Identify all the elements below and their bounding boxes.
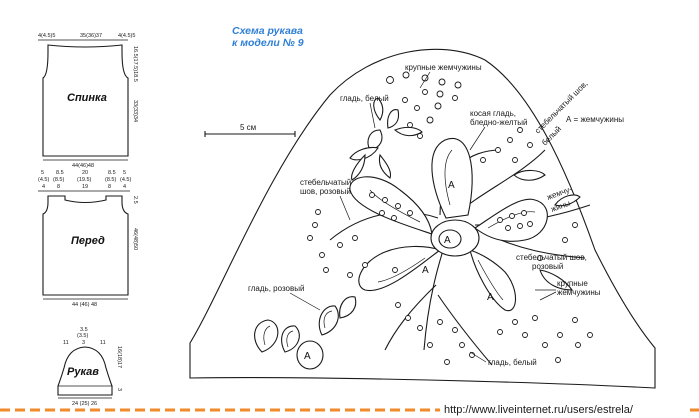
sleeve-side2-dim: 3 — [116, 388, 122, 391]
scale-bar: 5 см — [204, 123, 296, 137]
label-stem-pink-right1: стебельчатый шов, — [516, 253, 587, 262]
back-top-mid-dim: 35(36)37 — [80, 33, 102, 39]
label-satin-white-bottom: гладь, белый — [488, 358, 537, 367]
front-dim-2: 8.5 — [56, 170, 64, 176]
front-dim-11: 4 — [42, 184, 45, 190]
label-stem-pink-right2: розовый — [532, 262, 563, 271]
scale-label: 5 см — [240, 123, 256, 132]
label-stem-white1: стебельчатый шов, — [533, 79, 589, 135]
label-pearls-large-top: крупные жемчужины — [405, 63, 482, 72]
front-dim-15: 4 — [123, 184, 126, 190]
front-piece: 5 8.5 20 8.5 5 (4.5) (8.5) (19.5) (8.5) … — [38, 170, 138, 308]
label-satin-slant: косая гладь, — [470, 109, 516, 118]
petal-label-small: A — [304, 351, 311, 362]
front-side-top-dim: 2.5 — [132, 196, 138, 204]
sleeve-top3b-dim: 3 — [82, 340, 85, 346]
flower-motif: A A A A A — [254, 97, 591, 370]
label-pearls-large-right2: жемчужины — [557, 288, 601, 297]
legend-pearls: А = жемчужины — [566, 115, 624, 124]
front-dim-6: (4.5) — [38, 177, 49, 183]
front-dim-3: 20 — [82, 170, 88, 176]
petal-label-center: A — [444, 235, 451, 246]
petal-label-1: A — [448, 180, 455, 191]
back-top-left-dim: 4(4.5)5 — [38, 33, 55, 39]
sleeve-bottom-dim: 24 (25) 26 — [72, 401, 97, 407]
front-dim-13: 19 — [82, 184, 88, 190]
back-piece: 4(4.5)5 35(36)37 4(4.5)5 Спинка 16.5(17.… — [38, 33, 138, 169]
front-dim-9: (8.5) — [105, 177, 116, 183]
watermark-bar: http://www.liveinternet.ru/users/estrela… — [0, 404, 699, 416]
label-satin-white-top: гладь, белый — [340, 94, 389, 103]
sleeve-top3a-dim: 11 — [63, 340, 69, 346]
sleeve-top2-dim: (3.5) — [77, 333, 88, 339]
diagram-title-line1: Схема рукава — [232, 25, 303, 37]
petal-label-2: A — [422, 265, 429, 276]
back-top-right-dim: 4(4.5)5 — [118, 33, 135, 39]
front-bottom-dim: 44 (46) 48 — [72, 302, 97, 308]
back-side2-dim: 33(33)34 — [132, 100, 138, 122]
back-title: Спинка — [67, 92, 107, 104]
watermark-url: http://www.liveinternet.ru/users/estrela… — [444, 404, 634, 416]
sleeve-outline — [189, 48, 656, 389]
front-dim-12: 8 — [57, 184, 60, 190]
sleeve-side-dim: 16(18)17 — [116, 346, 122, 368]
front-title: Перед — [71, 235, 105, 247]
sleeve-title: Рукав — [67, 366, 99, 378]
front-dim-10: (4.5) — [120, 177, 131, 183]
sleeve-piece: 3.5 (3.5) 11 3 11 Рукав 16(18)17 3 24 (2… — [57, 327, 122, 407]
front-dim-4: 8.5 — [108, 170, 116, 176]
diagram-title-line2: к модели № 9 — [232, 37, 304, 49]
back-bottom-dim: 44(46)48 — [72, 163, 94, 169]
label-stem-pink-left1: стебельчатый — [300, 178, 351, 187]
sleeve-top1-dim: 3.5 — [80, 327, 88, 333]
front-side-dim: 46(48)50 — [132, 228, 138, 250]
label-satin-slant2: бледно-желтый — [470, 118, 527, 127]
label-pearls-large-right1: крупные — [557, 279, 588, 288]
label-satin-pink: гладь, розовый — [248, 284, 304, 293]
front-dim-14: 8 — [108, 184, 111, 190]
back-side-dim: 16.5(17.5)18.5 — [132, 46, 138, 82]
front-dim-7: (8.5) — [53, 177, 64, 183]
sleeve-top3c-dim: 11 — [100, 340, 106, 346]
front-dim-5: 5 — [123, 170, 126, 176]
label-stem-pink-left2: шов, розовый — [300, 187, 351, 196]
front-dim-8: (19.5) — [77, 177, 92, 183]
petal-label-3: A — [487, 292, 494, 303]
front-dim-1: 5 — [41, 170, 44, 176]
